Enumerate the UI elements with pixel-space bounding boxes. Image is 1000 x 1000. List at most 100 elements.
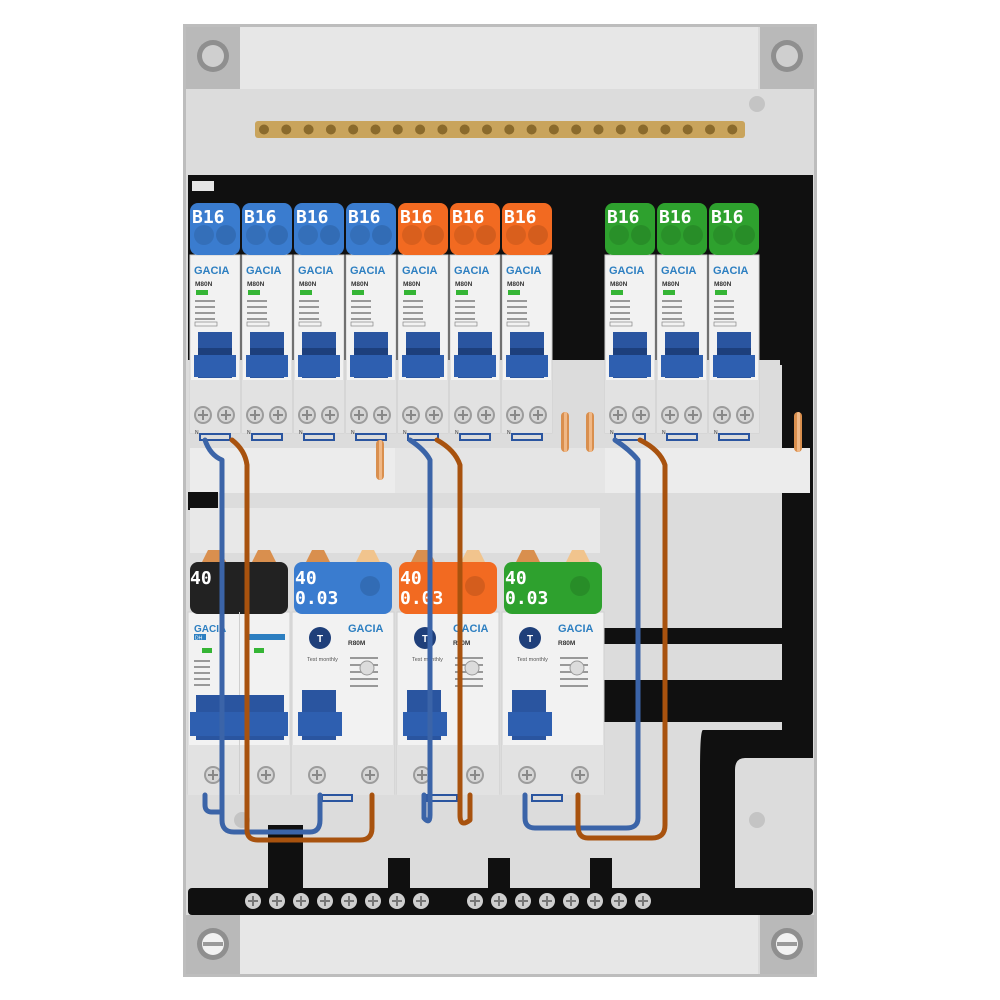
terminal-screw [269,406,287,424]
busbar-hole [392,124,403,135]
svg-text:T: T [527,634,533,645]
breaker-terminal-block [450,380,500,433]
breaker-rating-label: B16 [244,207,277,228]
terminal-screw [217,406,235,424]
comb-busbar-top [190,448,810,493]
rcd-rating-label: 40 [505,568,527,589]
breaker-label-cap [502,203,552,255]
rcd-brand: GACIA [348,623,384,635]
terminal-screw [466,766,484,784]
status-indicator [248,290,260,295]
breaker-terminal-block [657,380,707,433]
top-breaker-row: B16GACIAM80NNB16GACIAM80NNB16GACIAM80NNB… [189,203,760,441]
bottom-band [240,915,758,974]
breaker-model: M80N [507,281,525,288]
top-busbar [255,121,745,138]
breaker-terminal-block [190,380,240,433]
terminal-label: N [610,430,614,436]
status-indicator [508,290,520,295]
terminal-screw [373,406,391,424]
breaker-label-cap [450,203,500,255]
busbar-hole [705,124,715,135]
rcd-brand: GACIA [558,623,594,635]
rcd-label-cap [294,562,392,614]
breaker-terminal-block [398,380,448,433]
breaker-label-cap [242,203,292,255]
terminal-label: N [299,430,303,436]
top-band [240,27,758,89]
breaker-terminal-block [294,380,344,433]
switch-brand: GACIA [194,624,226,635]
neutral-wire [202,792,225,815]
terminal-screw [684,406,702,424]
switch-model: DH [195,636,203,642]
rcd-label-cap [399,562,497,614]
busbar-hole [303,124,314,135]
busbar-hole [415,124,426,135]
busbar-hole [259,124,269,135]
terminal-screw [204,766,222,784]
breaker-model: M80N [351,281,369,288]
terminal-screw [425,406,443,424]
breaker-label-cap [294,203,344,255]
breaker-terminal-block [502,380,552,433]
lower-rail-left [188,492,218,510]
breaker-rating-label: B16 [348,207,381,228]
busbar-hole [504,124,515,135]
breaker-label-cap [605,203,655,255]
terminal-screw [350,406,368,424]
terminal-label: N [351,430,355,436]
breaker-model: M80N [662,281,680,288]
terminal-screw [246,406,264,424]
terminal-screw [713,406,731,424]
terminal-label: N [403,430,407,436]
rcd-rating-label: 40 [400,568,422,589]
svg-text:T: T [422,634,428,645]
busbar-hole [482,124,492,135]
rcd-test-button[interactable] [519,627,541,649]
terminal-screw [609,406,627,424]
breaker-terminal-block [242,380,292,433]
busbar-hole [526,124,537,135]
rcd-sensitivity-label: 0.03 [295,588,338,609]
corner-screw-tr [760,27,814,89]
rcd-test-label: Test monthly [307,657,338,663]
terminal-screw [736,406,754,424]
breaker-label-cap [398,203,448,255]
breaker-label-cap [709,203,759,255]
terminal-label: N [195,430,199,436]
breaker-model: M80N [714,281,732,288]
breaker-terminal-block [346,380,396,433]
status-indicator [352,290,364,295]
neutral-wire [407,437,433,824]
switch-rating-label: 40 [190,568,212,589]
corner-screw-tl [186,27,240,89]
terminal-screw [571,766,589,784]
breaker-brand: GACIA [194,265,230,277]
breaker-brand: GACIA [506,265,542,277]
terminal-screw [321,406,339,424]
terminal-screw [506,406,524,424]
rcd-test-button[interactable] [309,627,331,649]
breaker-brand: GACIA [350,265,386,277]
terminal-screw [661,406,679,424]
top-din-rail-slot [192,181,214,191]
busbar-hole [571,124,582,135]
rcd-sensitivity-label: 0.03 [505,588,548,609]
breaker-model: M80N [247,281,265,288]
terminal-screw [518,766,536,784]
